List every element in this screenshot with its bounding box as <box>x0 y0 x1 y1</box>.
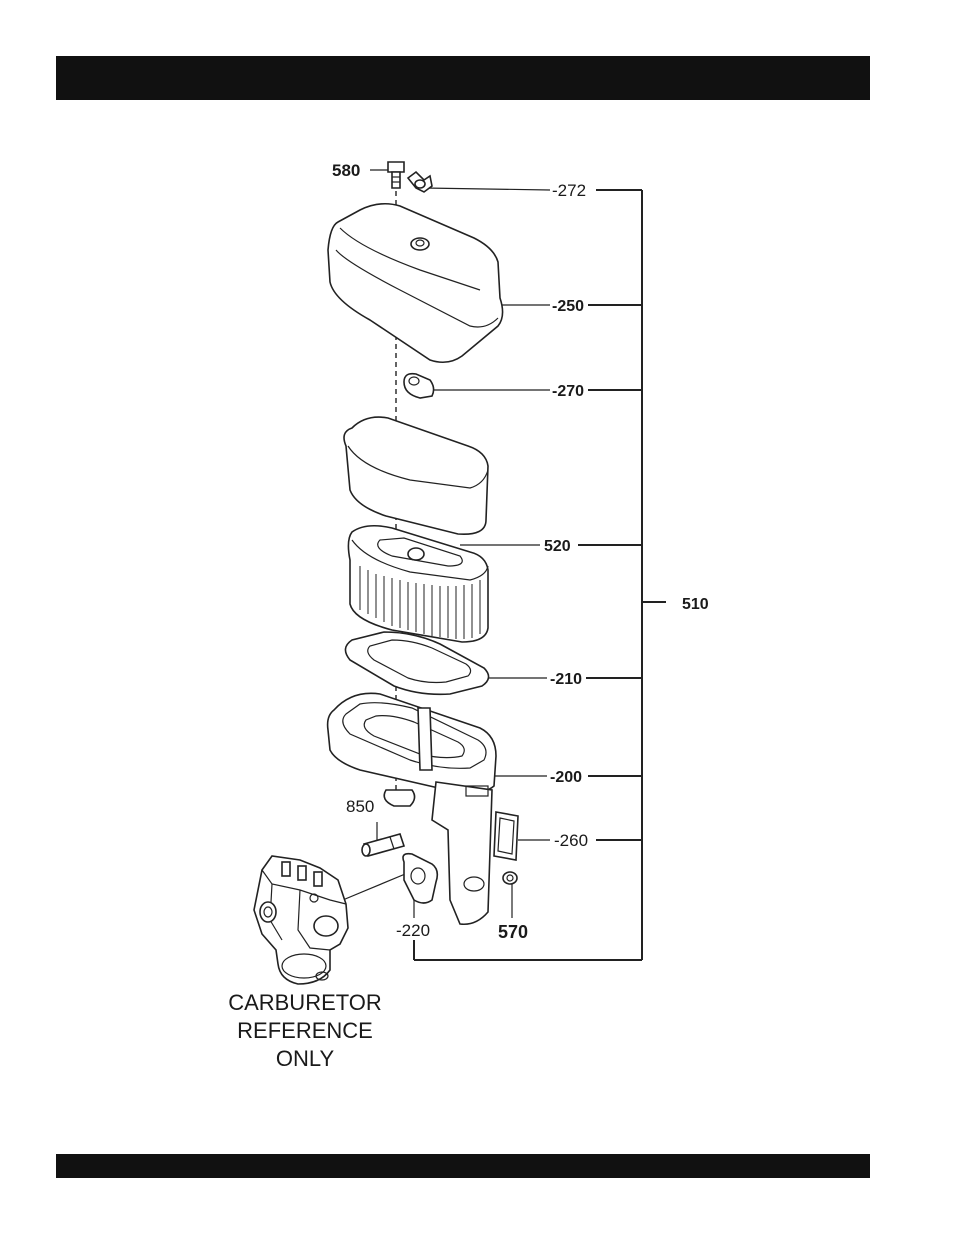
nut-570 <box>503 872 517 884</box>
stud-850 <box>362 834 404 856</box>
callout-270: -270 <box>552 383 584 400</box>
gasket-220 <box>403 854 437 903</box>
callout-220: -220 <box>396 921 430 940</box>
air-cleaner-cover-250 <box>328 204 503 363</box>
pre-cleaner-foam <box>344 417 488 534</box>
carburetor-note-line3: ONLY <box>276 1046 335 1071</box>
gasket-260 <box>494 812 518 860</box>
callout-260: -260 <box>554 831 588 850</box>
callout-250: -250 <box>552 298 584 315</box>
callout-200: -200 <box>550 769 582 786</box>
callout-570: 570 <box>498 922 528 942</box>
callout-850: 850 <box>346 797 374 816</box>
carburetor-note-line2: REFERENCE <box>237 1018 373 1043</box>
bolt-580 <box>388 162 404 188</box>
knob-nut-270 <box>404 374 434 398</box>
wing-nut-272 <box>408 172 432 192</box>
carburetor-note-line1: CARBURETOR <box>228 990 382 1015</box>
paper-filter-element-520 <box>348 526 488 642</box>
callout-210: -210 <box>550 671 582 688</box>
callout-272: -272 <box>552 181 586 200</box>
carburetor-reference <box>254 856 348 984</box>
callout-520: 520 <box>544 538 571 555</box>
callout-580: 580 <box>332 161 360 180</box>
callout-510: 510 <box>682 596 709 613</box>
